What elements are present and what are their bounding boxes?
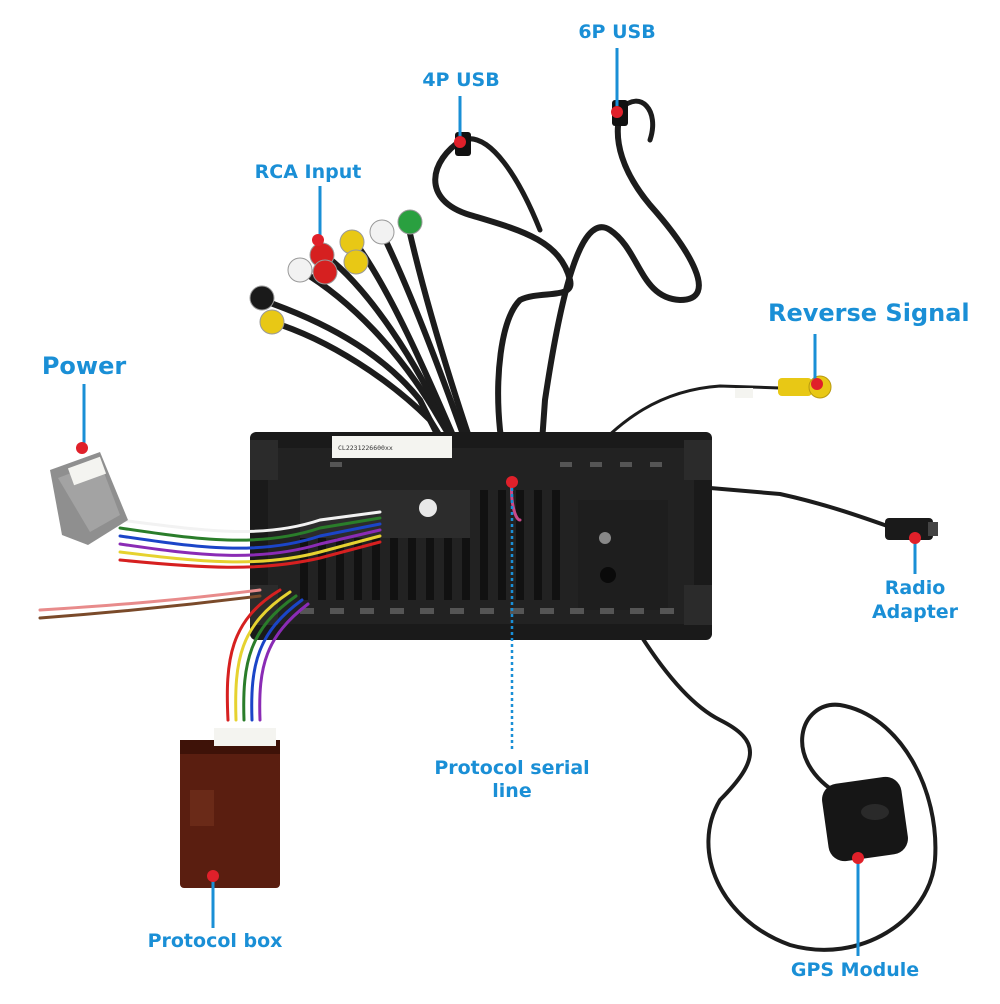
label-radio-adapter-line2: Adapter bbox=[871, 601, 959, 623]
gps-module-device bbox=[822, 776, 908, 862]
marker-dot bbox=[852, 852, 864, 864]
rca-plugs bbox=[249, 209, 423, 335]
marker-dot bbox=[611, 106, 623, 118]
label-power: Power bbox=[41, 352, 127, 380]
label-reverse-signal: Reverse Signal bbox=[768, 299, 970, 327]
protocol-box-device bbox=[180, 728, 280, 888]
marker-dot bbox=[76, 442, 88, 454]
label-gps-module: GPS Module bbox=[790, 959, 920, 981]
gps-cable bbox=[604, 573, 938, 952]
radio-adapter-plug bbox=[885, 518, 938, 540]
label-rca-input: RCA Input bbox=[254, 161, 362, 183]
label-6p-usb: 6P USB bbox=[578, 21, 656, 43]
label-protocol-serial-line2: line bbox=[492, 780, 532, 802]
marker-dot bbox=[909, 532, 921, 544]
label-radio-adapter-line1: Radio bbox=[884, 577, 946, 599]
head-unit-body: CL2231226600xx bbox=[250, 432, 712, 640]
six-p-usb-cable bbox=[537, 105, 702, 473]
marker-dot bbox=[207, 870, 219, 882]
marker-dot bbox=[811, 378, 823, 390]
svg-text:CL2231226600xx: CL2231226600xx bbox=[338, 444, 393, 452]
label-4p-usb: 4P USB bbox=[422, 69, 500, 91]
marker-dot bbox=[312, 234, 324, 246]
four-p-usb-cable bbox=[432, 137, 574, 471]
marker-dot bbox=[454, 136, 466, 148]
label-protocol-serial-line1: Protocol serial bbox=[434, 757, 590, 779]
label-protocol-box: Protocol box bbox=[147, 930, 283, 952]
power-connector bbox=[50, 452, 128, 545]
radio-adapter-cable bbox=[638, 480, 895, 530]
marker-dot bbox=[506, 476, 518, 488]
